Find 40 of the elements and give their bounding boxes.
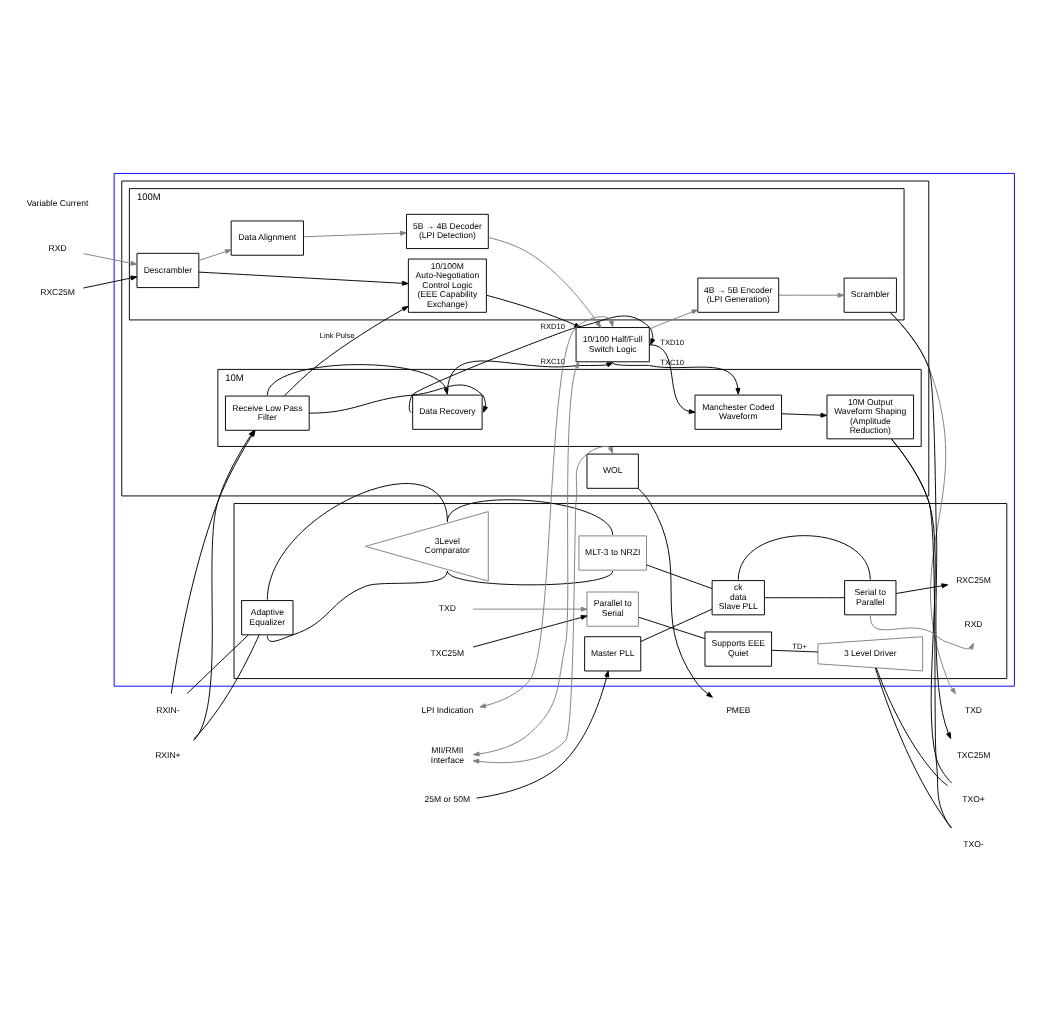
arrow [889,311,952,738]
arrow [476,669,610,798]
arrow [472,444,614,763]
connector [446,498,614,535]
arrow [284,304,409,396]
arrow [408,314,656,412]
arrow [648,308,699,329]
arrow [648,343,696,413]
connector [638,615,706,639]
arrow [895,582,949,593]
arrow [198,248,232,260]
arrow [198,270,409,285]
connector [737,534,871,580]
arrow [869,614,974,649]
connector [646,563,713,588]
connector [266,569,448,641]
cluster [121,179,930,496]
arrow [472,360,580,756]
connector [875,666,948,786]
connector [874,666,953,828]
arrow [266,363,449,395]
connector [771,648,819,652]
connector [193,633,260,739]
arrow [82,274,138,288]
connector [266,482,448,600]
connector [446,569,614,585]
arrow [82,252,138,265]
arrow [303,229,407,237]
cluster [113,171,1015,686]
arrow [472,605,588,611]
arrow [479,315,614,708]
arrow [472,614,588,647]
arrow [308,383,488,413]
arrow [778,291,845,297]
arrow [781,411,828,417]
connector [186,633,249,693]
connector [764,596,845,598]
arrow [637,486,713,697]
connector [640,607,713,641]
arrow [612,361,741,394]
